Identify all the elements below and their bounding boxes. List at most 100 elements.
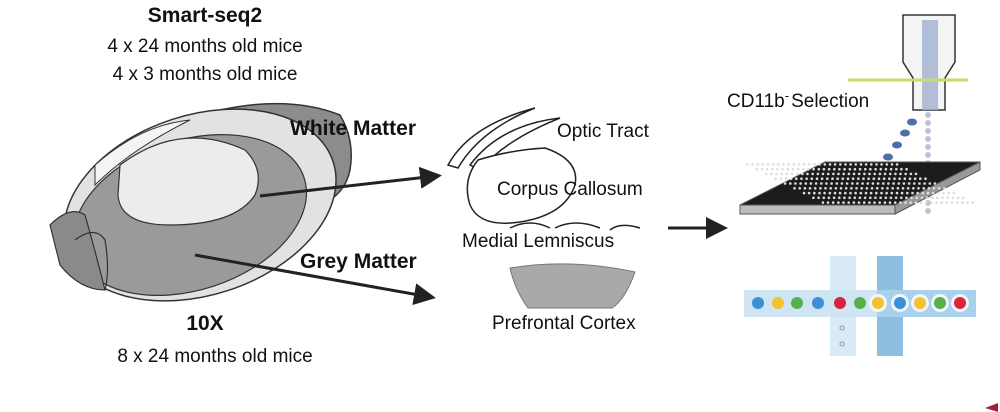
well [774,177,777,180]
well [884,196,888,200]
well [770,172,773,176]
well [889,167,893,171]
well [893,177,896,180]
well [859,191,863,195]
well [875,163,878,166]
well [883,201,887,204]
well [817,196,820,200]
well [942,191,945,195]
well [913,177,917,180]
well [755,167,759,171]
well [900,191,904,195]
optic-tract-label: Optic Tract [557,121,650,142]
well [818,191,821,195]
selection-column-icon [848,14,968,111]
well [756,163,759,166]
well [814,182,818,185]
well [888,172,892,176]
well [870,187,874,190]
well [800,177,803,180]
well [895,191,899,195]
well [852,201,856,204]
well [868,172,871,176]
well [874,196,877,200]
cell [925,152,931,158]
well [928,182,932,185]
well [851,177,855,180]
well [820,177,824,180]
well [899,201,902,204]
well [945,201,949,204]
well [906,191,909,195]
well [966,201,969,204]
well [890,191,894,195]
well [909,172,913,176]
well [809,182,813,185]
cd11b-selection-label: CD11b-Selection [727,88,869,112]
well [802,191,806,195]
well [828,191,832,195]
well [793,187,796,190]
well [843,196,846,200]
microfluidic-droplet-icon [744,256,976,356]
well [838,191,842,195]
tenx-title: 10X [186,312,223,335]
well [927,187,931,190]
cell [925,128,931,134]
well [869,196,872,200]
well [808,163,811,166]
well [811,172,814,176]
well [862,177,865,180]
well [951,196,955,200]
well [807,167,810,171]
well [857,177,860,180]
prefrontal-cortex-shape [509,263,636,309]
well [854,191,857,195]
well [779,177,783,180]
well [806,172,809,176]
well [947,191,950,195]
well [836,177,839,180]
well [889,196,893,200]
well [880,191,883,195]
well [827,196,831,200]
well [895,163,899,166]
well [808,187,812,190]
white-matter-label: White Matter [290,117,416,140]
well [849,163,852,166]
droplet [854,297,866,309]
well [795,177,798,180]
well [777,163,780,166]
well [905,196,908,200]
well [863,196,867,200]
well [834,187,838,190]
well [898,177,901,180]
well [885,191,888,195]
droplet [791,297,803,309]
well [775,172,778,176]
well [899,172,902,176]
well [933,182,937,185]
grey-matter-arrow [194,253,436,306]
well [837,172,840,176]
well [786,167,790,171]
well [903,177,907,180]
cell [925,144,931,150]
droplet [872,297,884,309]
well [821,172,825,176]
well [920,196,924,200]
well [771,167,774,171]
well [844,163,847,166]
well [937,187,941,190]
well [925,196,929,200]
well [813,163,816,166]
corpus-callosum-label: Corpus Callosum [497,179,643,200]
well [784,177,788,180]
droplet [914,297,926,309]
well [864,191,868,195]
cell [925,208,931,214]
well [971,201,974,204]
well [879,167,883,171]
well [826,172,830,176]
well [897,182,901,185]
